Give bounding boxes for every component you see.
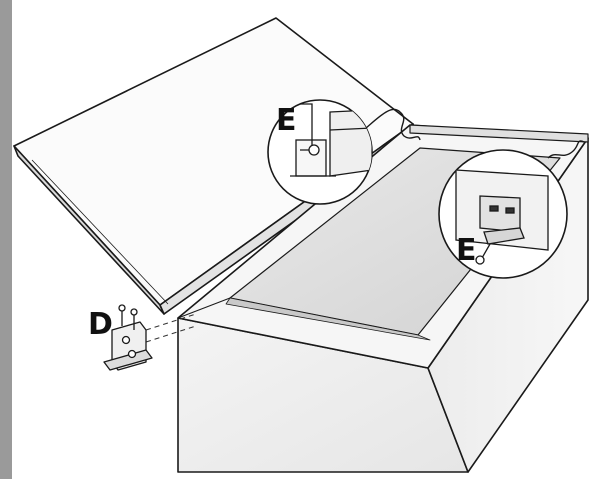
screw-icon <box>118 304 126 326</box>
label-e-right: E <box>456 233 477 268</box>
hinge-detail-left <box>267 99 421 205</box>
hinge-bracket-d <box>103 304 153 371</box>
label-d: D <box>88 307 113 342</box>
label-e-left: E <box>276 103 297 138</box>
screw-icon <box>130 308 138 330</box>
hinge-detail-right <box>438 140 585 279</box>
page-side-strip <box>0 0 12 479</box>
